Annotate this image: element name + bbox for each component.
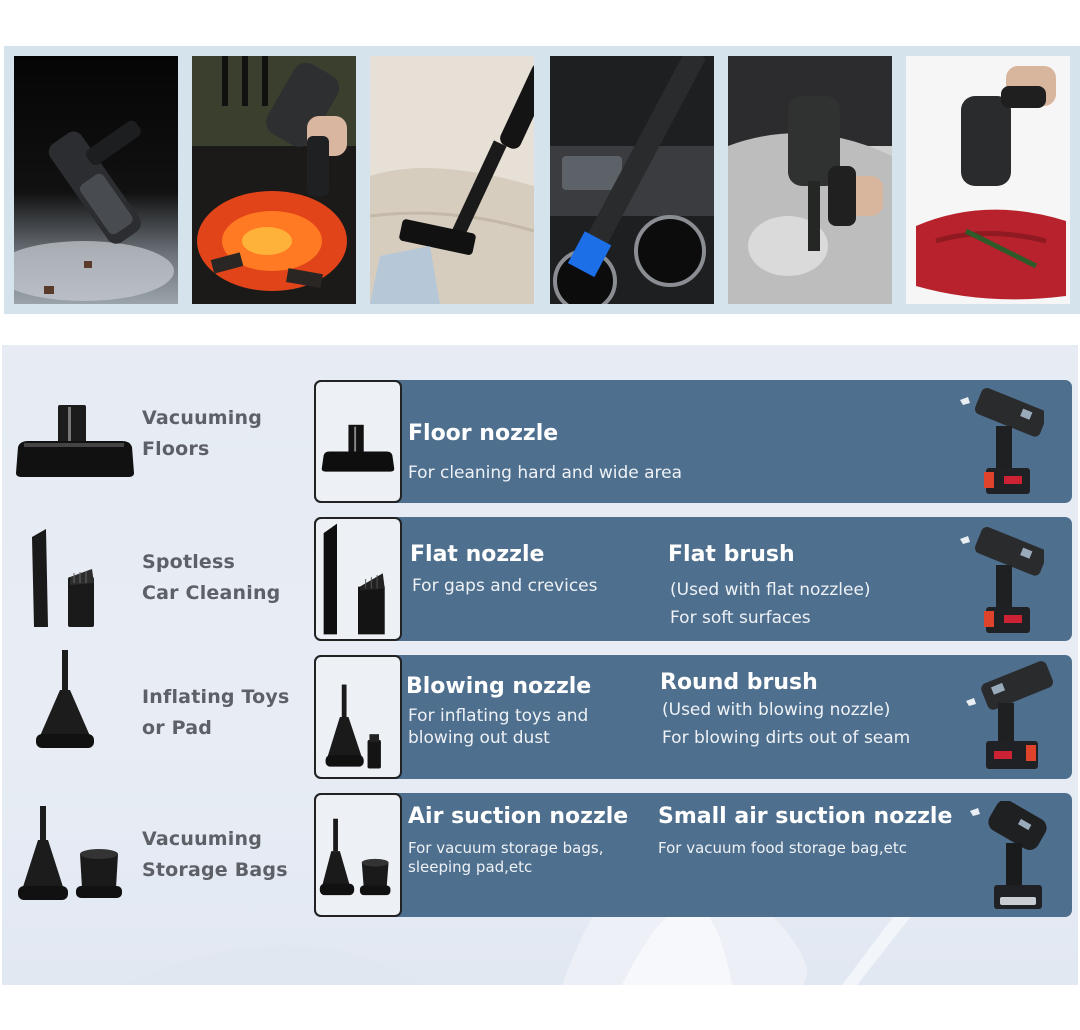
flat-nozzle-and-brush-icon: [10, 523, 140, 633]
accessory-title-secondary: Flat brush: [668, 542, 795, 567]
accessory-card-floor-nozzle: Floor nozzle For cleaning hard and wide …: [314, 380, 1072, 503]
blowing-nozzle-icon: [10, 650, 140, 760]
accessory-description-line2: sleeping pad,etc: [408, 858, 533, 876]
use-label: Inflating Toys or Pad: [142, 682, 290, 744]
photo-fanning-charcoal: [192, 56, 356, 304]
vacuum-device-icon: [954, 386, 1047, 498]
use-label-line1: Spotless: [142, 551, 236, 573]
accessory-description-secondary: For vacuum food storage bag,etc: [658, 839, 907, 857]
accessory-title: Flat nozzle: [410, 542, 545, 567]
air-suction-nozzles-icon: [10, 798, 140, 908]
accessory-description: For gaps and crevices: [412, 576, 598, 596]
accessory-panel: Vacuuming Floors Floor nozzle For cleani…: [2, 345, 1078, 985]
accessory-title-secondary: Round brush: [660, 670, 818, 695]
accessory-title-secondary: Small air suction nozzle: [658, 804, 953, 829]
accessory-card-air-suction-nozzle: Air suction nozzle For vacuum storage ba…: [314, 793, 1072, 917]
accessory-card-blowing-nozzle: Blowing nozzle For inflating toys and bl…: [314, 655, 1072, 779]
accessory-title: Air suction nozzle: [408, 804, 629, 829]
accessory-row-car-cleaning: Spotless Car Cleaning Flat nozzle For ga…: [2, 515, 1078, 645]
use-label-line2: Floors: [142, 438, 210, 460]
accessory-description-secondary-line2: For soft surfaces: [670, 608, 811, 628]
vacuum-device-icon: [964, 661, 1054, 773]
use-label-line2: Car Cleaning: [142, 582, 281, 604]
use-label-line2: or Pad: [142, 717, 213, 739]
accessory-description-secondary-line1: (Used with blowing nozzle): [662, 700, 891, 720]
accessory-description-line1: For inflating toys and: [408, 706, 589, 726]
use-label: Vacuuming Floors: [142, 403, 262, 465]
usage-photo-strip: [4, 46, 1080, 314]
photo-car-seat-cleaning: [370, 56, 534, 304]
use-label-line1: Vacuuming: [142, 407, 263, 429]
photo-food-bag-sealing: [906, 56, 1070, 304]
accessory-card-flat-nozzle: Flat nozzle For gaps and crevices Flat b…: [314, 517, 1072, 641]
photo-mat-vacuuming: [728, 56, 892, 304]
air-suction-nozzle-thumbnail: [314, 793, 402, 917]
accessory-row-inflating: Inflating Toys or Pad Blowing nozzle For…: [2, 650, 1078, 780]
photo-car-console-cleaning: [550, 56, 714, 304]
flat-nozzle-thumbnail: [314, 517, 402, 641]
accessory-row-floors: Vacuuming Floors Floor nozzle For cleani…: [2, 375, 1078, 505]
accessory-description: For cleaning hard and wide area: [408, 463, 683, 483]
blowing-nozzle-thumbnail: [314, 655, 402, 779]
accessory-description-secondary-line2: For blowing dirts out of seam: [662, 728, 911, 748]
use-label-line1: Inflating Toys: [142, 686, 290, 708]
floor-nozzle-icon: [10, 385, 140, 495]
accessory-title: Blowing nozzle: [406, 674, 592, 699]
accessory-description-line2: blowing out dust: [408, 728, 550, 748]
accessory-description-secondary-line1: (Used with flat nozzlee): [670, 580, 871, 600]
photo-blowing-dust: [14, 56, 178, 304]
accessory-title: Floor nozzle: [408, 421, 559, 446]
use-label-line2: Storage Bags: [142, 859, 288, 881]
floor-nozzle-thumbnail: [314, 380, 402, 503]
vacuum-device-icon: [964, 799, 1054, 913]
use-label-line1: Vacuuming: [142, 828, 263, 850]
accessory-description-line1: For vacuum storage bags,: [408, 839, 604, 857]
vacuum-device-icon: [954, 525, 1047, 637]
use-label: Vacuuming Storage Bags: [142, 824, 288, 886]
accessory-row-storage-bags: Vacuuming Storage Bags Air suction nozzl…: [2, 790, 1078, 920]
use-label: Spotless Car Cleaning: [142, 547, 280, 609]
